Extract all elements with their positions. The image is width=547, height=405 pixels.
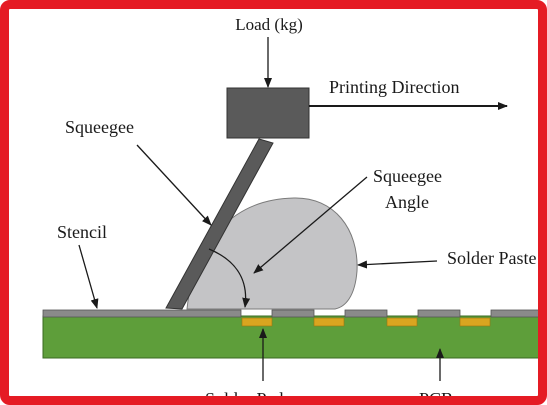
squeegee-pointer-arrow bbox=[136, 144, 212, 226]
stencil-pointer-arrow bbox=[78, 244, 99, 309]
solder-paste-label: Solder Paste bbox=[447, 248, 537, 268]
squeegee-angle-label-line2: Angle bbox=[385, 192, 429, 212]
solder-pad bbox=[459, 317, 491, 327]
squeegee-label: Squeegee bbox=[65, 117, 134, 137]
solder-pad bbox=[313, 317, 345, 327]
angle-pointer-arrow bbox=[253, 176, 368, 274]
solder-paste-pointer-arrow bbox=[357, 260, 438, 269]
stencil bbox=[42, 309, 538, 318]
solder-pad bbox=[241, 317, 273, 327]
squeegee-angle-label-line1: Squeegee bbox=[373, 166, 442, 186]
solder-pad bbox=[386, 317, 418, 327]
solder-pads bbox=[241, 317, 491, 327]
load-block bbox=[226, 87, 310, 139]
pcb-board bbox=[42, 315, 538, 359]
squeegee-blade bbox=[165, 138, 274, 310]
printing-direction-label: Printing Direction bbox=[329, 77, 459, 97]
stencil-printing-diagram: Load (kg) Printing Direction Squeegee Sq… bbox=[42, 15, 538, 405]
pcb-label: PCB bbox=[419, 389, 453, 405]
squeegee-angle-arc bbox=[208, 248, 251, 308]
stencil-label: Stencil bbox=[57, 222, 107, 242]
solder-pad-label: Solder Pad bbox=[205, 389, 284, 405]
load-label: Load (kg) bbox=[235, 15, 303, 34]
